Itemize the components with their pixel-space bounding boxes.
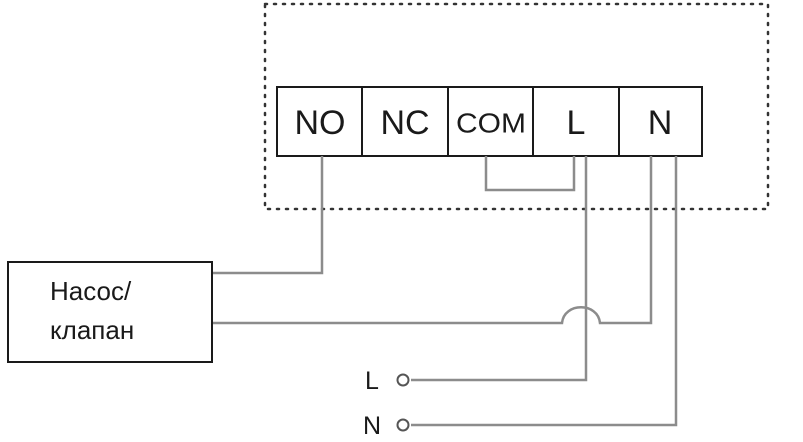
terminal-com-label: COM (456, 108, 526, 139)
terminal-l-label: L (567, 104, 586, 142)
device-box (7, 261, 213, 363)
no-to-device-wire (212, 156, 324, 275)
device-to-n-wire (212, 156, 653, 325)
pump-valve-device: Насос/ клапан (7, 261, 213, 363)
terminal-no-label: NO (295, 104, 346, 142)
supply-terminals: L N (363, 367, 410, 440)
device-label-line1: Насос/ (50, 276, 132, 306)
device-label-line2: клапан (50, 315, 134, 345)
com-l-jumper-wire (484, 156, 576, 192)
n-supply-wire (411, 156, 678, 427)
terminal-block: NO NC COM L N (276, 86, 703, 157)
supply-l-terminal-icon (396, 373, 410, 387)
l-supply-wire (411, 156, 588, 382)
wires (212, 156, 678, 427)
supply-n-label: N (363, 412, 381, 440)
terminal-block-frame (276, 86, 703, 157)
terminal-nc-label: NC (380, 104, 429, 142)
terminal-n-label: N (648, 104, 673, 142)
supply-n-terminal-icon (396, 418, 410, 432)
supply-l-label: L (365, 367, 379, 395)
controller-enclosure (263, 2, 770, 211)
